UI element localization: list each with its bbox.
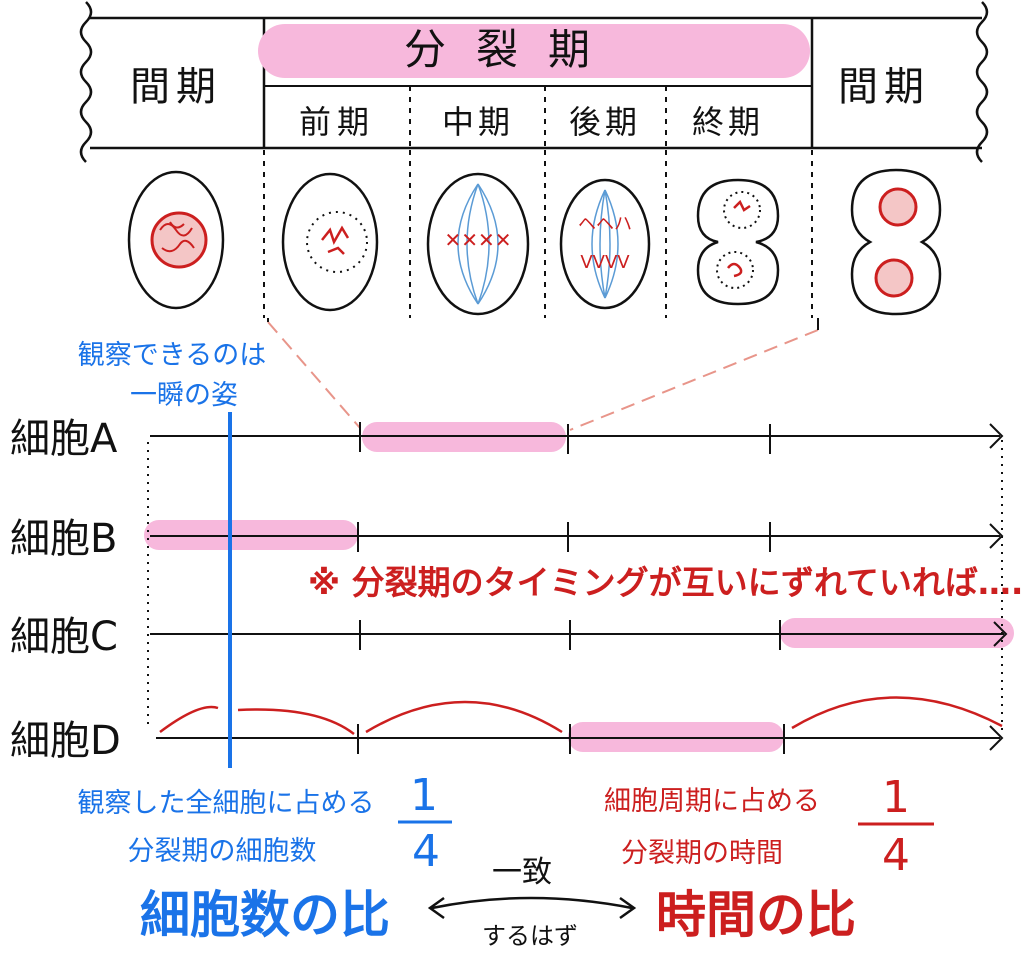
telophase-nucleus-top — [723, 191, 761, 229]
nucleus-interphase-left — [150, 211, 208, 269]
cell-c-label: 細胞C — [10, 614, 118, 660]
red-desc-line1: 細胞周期に占める — [604, 786, 820, 817]
red-desc-line2: 分裂期の時間 — [621, 838, 783, 869]
daughter-nucleus-top — [878, 187, 918, 227]
cell-telophase — [696, 178, 780, 306]
match-arrow: 一致 するはず — [427, 855, 637, 950]
interphase-left-label: 間期 — [130, 64, 222, 110]
cell-d-label: 細胞D — [10, 718, 121, 764]
timeline-cell-c: 細胞C — [10, 614, 1014, 660]
metaphase-chromosomes: ✕✕✕✕ — [444, 228, 511, 252]
arrow-head-left — [427, 896, 445, 920]
arrow-head-right — [619, 896, 637, 920]
anaphase-chromosomes-bottom: VVVV — [580, 252, 630, 273]
cell-d-arc-2 — [237, 708, 355, 735]
timeline-cell-b: 細胞B — [10, 516, 1004, 562]
blue-fraction-numerator: 1 — [410, 770, 438, 821]
cell-d-arc-1 — [159, 705, 219, 734]
mitosis-highlight — [258, 24, 810, 78]
red-fraction: 1 4 — [858, 772, 934, 881]
double-headed-arrow — [431, 896, 633, 910]
stage-prophase-label: 前期 — [299, 103, 375, 141]
table-wavy-right-edge — [975, 1, 989, 163]
blue-fraction: 1 4 — [398, 770, 452, 877]
daughter-nucleus-bottom — [874, 258, 914, 298]
stage-telophase-label: 終期 — [692, 103, 764, 141]
interphase-right-label: 間期 — [838, 64, 930, 110]
stage-metaphase-label: 中期 — [442, 103, 514, 141]
annotation-observable-line1: 観察できるのは — [78, 340, 266, 371]
red-fraction-denominator: 4 — [882, 830, 910, 881]
table-wavy-left-edge — [79, 1, 93, 163]
timeline-cell-a: 細胞A — [10, 416, 1004, 462]
timeline-cell-d: 細胞D — [10, 696, 1004, 764]
cell-c-arrowhead — [993, 621, 1008, 647]
blue-desc-line2: 分裂期の細胞数 — [128, 836, 317, 867]
stage-anaphase-label: 後期 — [569, 103, 641, 141]
cell-anaphase: ヘヘハ VVVV — [559, 178, 651, 310]
cell-interphase-right — [850, 168, 942, 316]
anaphase-chromosomes-top: ヘヘハ — [578, 214, 632, 235]
cell-count-ratio-label: 細胞数の比 — [140, 886, 390, 944]
cell-metaphase: ✕✕✕✕ — [426, 172, 530, 316]
time-ratio-label: 時間の比 — [656, 886, 856, 944]
red-fraction-numerator: 1 — [882, 772, 910, 823]
blue-desc-line1: 観察した全細胞に占める — [78, 788, 375, 819]
cell-a-label: 細胞A — [10, 416, 118, 462]
spindle-fibers — [457, 183, 499, 305]
nuclear-envelope-dotted — [306, 211, 368, 273]
blue-fraction-denominator: 4 — [412, 826, 440, 877]
anaphase-spindle — [591, 189, 619, 299]
projection-line-left — [267, 321, 361, 429]
annotation-observable-line2: 一瞬の姿 — [130, 380, 238, 411]
cell-prophase — [281, 172, 379, 312]
cell-d-interphase-arcs — [159, 696, 1003, 735]
cell-d-arc-4 — [791, 696, 1003, 730]
cell-d-arrowhead — [989, 725, 1004, 751]
phase-table: 間期 分裂期 間期 前期 中期 後期 終期 — [79, 1, 989, 163]
cell-a-arrowhead — [989, 423, 1004, 449]
match-arrow-top-label: 一致 — [492, 855, 552, 890]
cell-interphase-left — [127, 170, 225, 310]
mitosis-label: 分裂期 — [404, 25, 620, 74]
match-arrow-bottom-label: するはず — [482, 922, 578, 950]
projection-line-right — [569, 329, 819, 431]
telophase-nucleus-bottom — [716, 251, 754, 289]
cell-d-arc-3 — [365, 700, 563, 734]
timing-note: ※ 分裂期のタイミングが互いにずれていれば…. — [308, 563, 1023, 602]
cell-b-label: 細胞B — [10, 516, 117, 562]
